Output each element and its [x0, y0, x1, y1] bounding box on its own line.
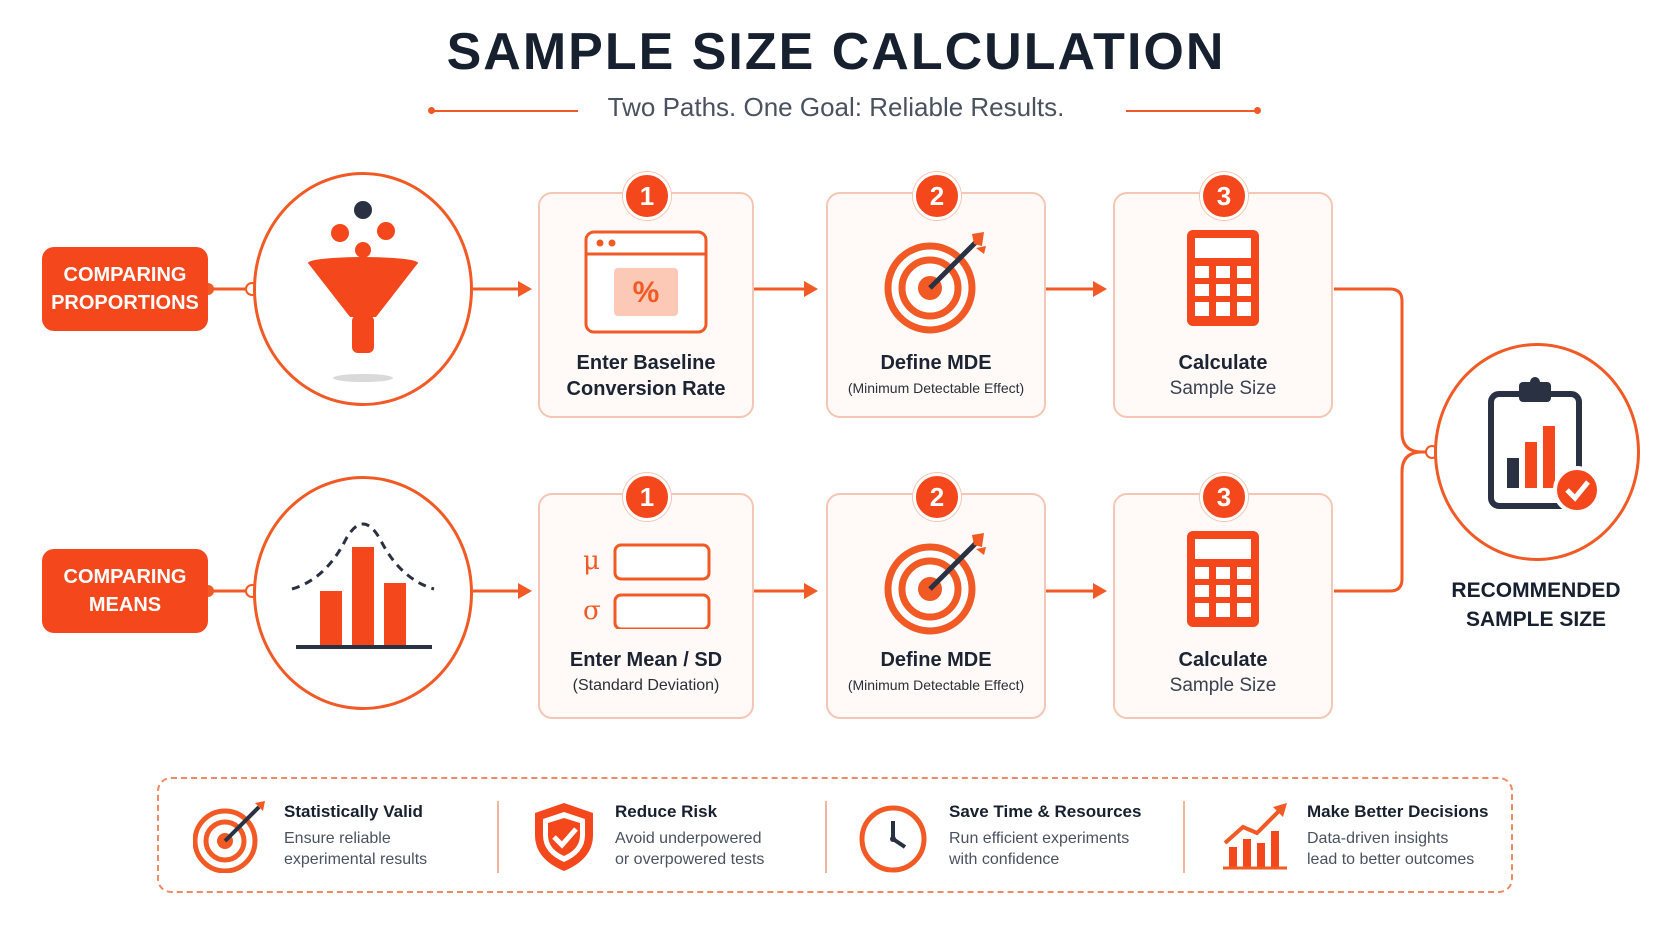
calculator-icon [1187, 230, 1259, 326]
result-circle [1434, 343, 1640, 561]
step-subtitle: (Standard Deviation) [572, 677, 720, 694]
page-title: SAMPLE SIZE CALCULATION [446, 23, 1226, 81]
step-subtitle: Sample Size [1169, 378, 1277, 399]
step-card-define-mde-1: 2 Define MDE (Minimum Detectable Effect) [826, 172, 1046, 418]
step-title: Enter Mean / SD [569, 649, 723, 671]
subtitle-rule-right [1126, 110, 1256, 112]
step-subtitle: Sample Size [1169, 675, 1277, 696]
benefit-divider [497, 801, 499, 873]
step-title: Define MDE [880, 649, 992, 671]
bell-curve-bars-icon [291, 522, 435, 649]
step-card-define-mde-2: 2 Define MDE (Minimum Detectable Effect) [826, 473, 1046, 719]
calculator-icon [1187, 531, 1259, 627]
result-label: RECOMMENDED SAMPLE SIZE [1451, 579, 1621, 631]
benefit-title: Make Better Decisions [1307, 802, 1489, 821]
step-subtitle: (Minimum Detectable Effect) [847, 677, 1025, 693]
proportions-icon-circle [253, 172, 473, 406]
subtitle-rule-left-dot [428, 107, 435, 114]
benefit-title: Save Time & Resources [949, 802, 1142, 821]
benefit-save-time: Save Time & Resources Run efficient expe… [859, 779, 1179, 895]
target-icon [884, 232, 986, 334]
step-badge: 2 [913, 172, 961, 220]
benefit-better-decisions: Make Better Decisions Data-driven insigh… [1221, 779, 1511, 895]
step-card-calculate-2: 3 Calculate Sample Size [1113, 473, 1333, 719]
step-badge: 2 [913, 473, 961, 521]
step-badge: 1 [623, 473, 671, 521]
clipboard-chart-check-icon [1488, 377, 1601, 514]
step-title: Enter Baseline [576, 352, 716, 374]
funnel-icon [308, 201, 418, 382]
step-card-calculate-1: 3 Calculate Sample Size [1113, 172, 1333, 418]
step-card-baseline-rate: 1 % Enter Baseline Conversion Rate [538, 172, 754, 418]
sigma-symbol: σ [583, 596, 601, 626]
step-badge: 1 [623, 172, 671, 220]
benefit-divider [1183, 801, 1185, 873]
step-subtitle: (Minimum Detectable Effect) [847, 380, 1025, 396]
browser-percent-icon: % [584, 230, 708, 334]
benefit-divider [825, 801, 827, 873]
mu-symbol: μ [583, 546, 600, 576]
target-icon [884, 533, 986, 635]
step-title: Define MDE [880, 352, 992, 374]
benefit-title: Statistically Valid [284, 802, 423, 821]
step-card-mean-sd: 1 μ σ Enter Mean / SD (Standard Deviatio… [538, 473, 754, 719]
step-badge: 3 [1200, 473, 1248, 521]
clock-icon [859, 805, 927, 873]
means-icon-circle [253, 476, 473, 710]
mean-sd-inputs-icon: μ σ [583, 543, 711, 629]
step-subtitle: Conversion Rate [566, 378, 726, 400]
page-subtitle: Two Paths. One Goal: Reliable Results. [607, 92, 1065, 122]
percent-symbol: % [633, 276, 660, 309]
step-title: Calculate [1178, 352, 1268, 374]
subtitle-rule-left [430, 110, 578, 112]
subtitle-rule-right-dot [1254, 107, 1261, 114]
step-title: Calculate [1178, 649, 1268, 671]
growth-chart-icon [1223, 803, 1287, 870]
benefit-title: Reduce Risk [615, 802, 718, 821]
target-arrow-icon [193, 801, 265, 873]
step-badge: 3 [1200, 172, 1248, 220]
shield-check-icon [535, 803, 593, 871]
